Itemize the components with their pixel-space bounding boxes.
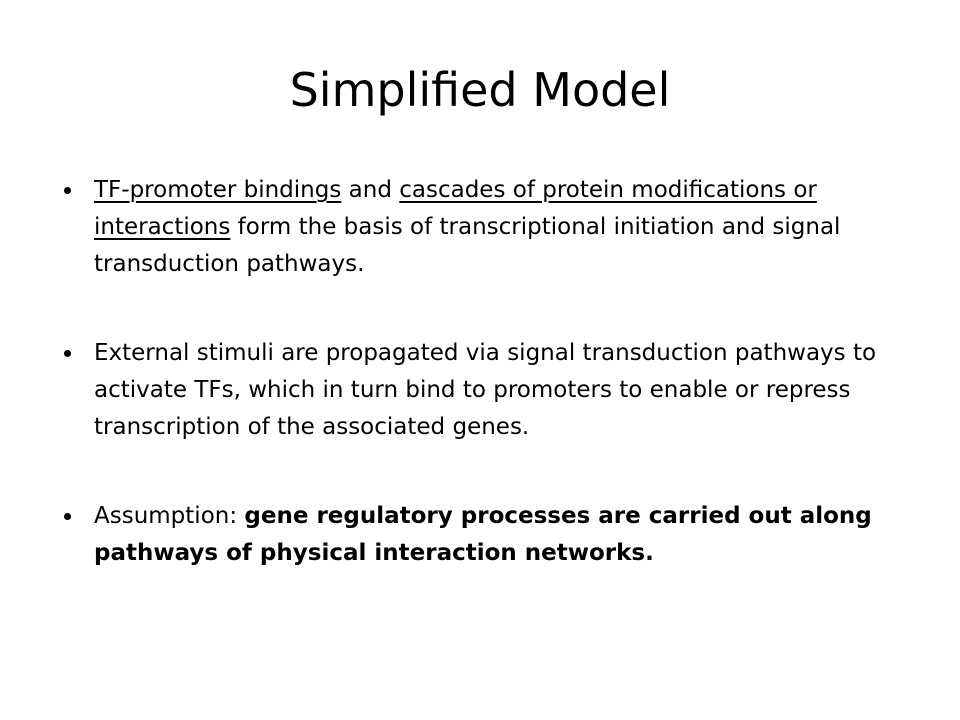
bullet-dot-icon [64, 187, 71, 194]
assumption-label: Assumption: [94, 503, 245, 529]
slide-title: Simplified Model [289, 63, 671, 117]
bullet-text: form the basis of transcriptional initia… [94, 214, 841, 277]
bullet-text: External stimuli are propagated via sign… [94, 340, 877, 440]
underlined-term-cascades: cascades of protein modifications or int… [94, 177, 817, 240]
bullet-item-2: External stimuli are propagated via sign… [56, 335, 896, 446]
bullet-dot-icon [64, 350, 71, 357]
bullet-text: and [341, 177, 400, 203]
bullet-item-1: TF-promoter bindings and cascades of pro… [56, 172, 896, 283]
assumption-statement: gene regulatory processes are carried ou… [94, 503, 872, 566]
bullet-item-3: Assumption: gene regulatory processes ar… [56, 498, 896, 572]
underlined-term-tf-promoter: TF-promoter bindings [94, 177, 342, 203]
bullet-list: TF-promoter bindings and cascades of pro… [56, 172, 896, 624]
bullet-dot-icon [64, 513, 71, 520]
